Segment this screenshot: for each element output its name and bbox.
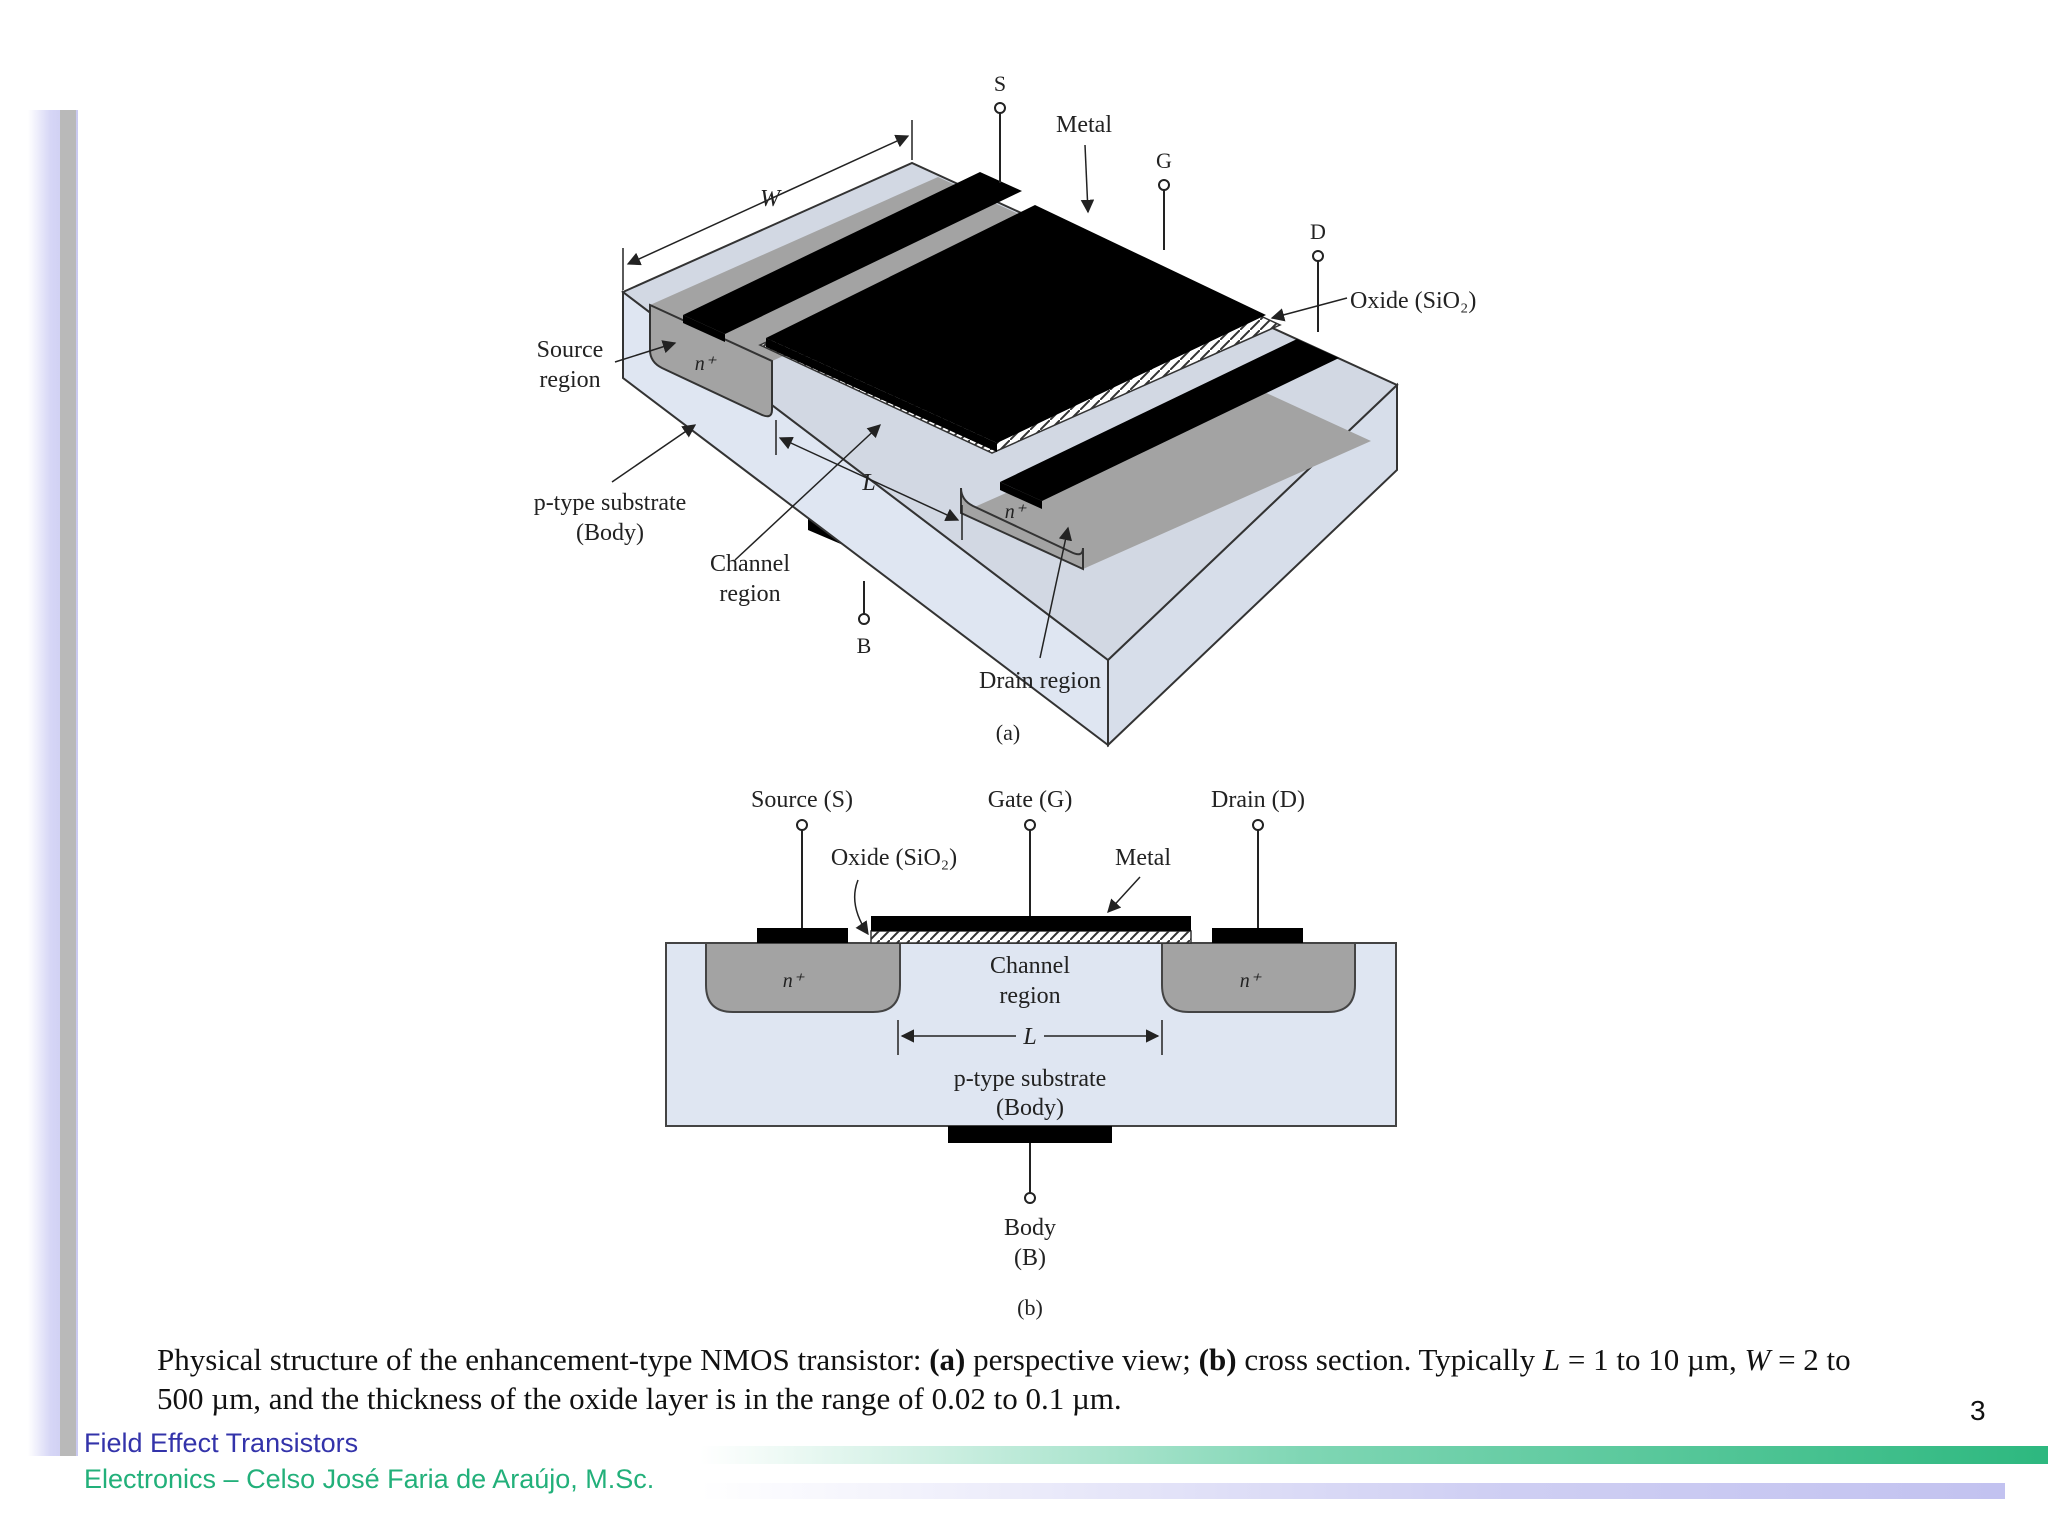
label-g: G bbox=[1156, 148, 1172, 173]
oxide-pointer-b bbox=[853, 879, 869, 936]
footer-purple-bar bbox=[700, 1483, 2005, 1499]
label-gate-b: Gate (G) bbox=[988, 787, 1073, 813]
footer-author: Electronics – Celso José Faria de Araújo… bbox=[84, 1464, 655, 1494]
perspective-view: S Metal G D Oxide (SiO₂) W L Source regi… bbox=[534, 71, 1476, 748]
label-source-1: Source bbox=[537, 337, 604, 363]
caption-l-range: = 1 to 10 µm, bbox=[1560, 1342, 1745, 1377]
label-n-plus-source: n⁺ bbox=[695, 353, 717, 375]
caption-w-symbol: W bbox=[1744, 1342, 1771, 1377]
gate-metal-edge bbox=[766, 338, 997, 452]
drain-metal-contact bbox=[1000, 339, 1339, 501]
label-body-b-2: (B) bbox=[1014, 1245, 1046, 1271]
caption-a-text: perspective view; bbox=[965, 1342, 1199, 1377]
label-l: L bbox=[861, 470, 875, 496]
label-n-plus-source-b: n⁺ bbox=[783, 970, 805, 992]
terminal-body-b bbox=[1024, 1192, 1036, 1204]
label-channel-1: Channel bbox=[710, 551, 790, 577]
oxide-layer-b bbox=[870, 930, 1192, 944]
label-substrate-2: (Body) bbox=[576, 520, 644, 546]
caption-b-label: (b) bbox=[1198, 1342, 1237, 1377]
caption-intro: Physical structure of the enhancement-ty… bbox=[157, 1342, 930, 1377]
footer-green-bar bbox=[700, 1446, 2048, 1464]
figure-caption: Physical structure of the enhancement-ty… bbox=[157, 1340, 1877, 1418]
left-decor-stripe bbox=[60, 110, 76, 1456]
terminal-g bbox=[1158, 179, 1170, 191]
oxide-pointer bbox=[1270, 297, 1348, 322]
substrate-pointer bbox=[611, 424, 697, 483]
label-d: D bbox=[1310, 219, 1326, 244]
drain-n-strip bbox=[961, 385, 1371, 569]
drain-n-region bbox=[960, 487, 1084, 571]
label-a: (a) bbox=[996, 720, 1020, 745]
label-source-b: Source (S) bbox=[751, 787, 853, 813]
label-n-plus-drain-b: n⁺ bbox=[1240, 970, 1262, 992]
label-drain-b: Drain (D) bbox=[1211, 787, 1305, 813]
metal-pointer bbox=[1080, 144, 1095, 214]
label-channel-2: region bbox=[719, 581, 780, 607]
source-metal-b bbox=[757, 928, 848, 943]
l-dimension bbox=[778, 436, 960, 522]
gate-metal-top bbox=[766, 205, 1266, 443]
label-substrate-b-2: (Body) bbox=[996, 1095, 1064, 1121]
terminal-b bbox=[858, 613, 870, 625]
label-metal-b: Metal bbox=[1115, 845, 1171, 871]
terminal-source-b bbox=[796, 819, 808, 831]
label-substrate-b-1: p-type substrate bbox=[954, 1066, 1107, 1092]
label-channel-b-2: region bbox=[999, 983, 1060, 1009]
label-oxide-b: Oxide (SiO₂) bbox=[831, 845, 957, 871]
label-channel-b-1: Channel bbox=[990, 953, 1070, 979]
terminal-d bbox=[1312, 250, 1324, 262]
footer-title: Field Effect Transistors bbox=[84, 1428, 359, 1458]
label-substrate-1: p-type substrate bbox=[534, 490, 687, 516]
caption-a-label: (a) bbox=[929, 1342, 966, 1377]
drain-n-region-b bbox=[1161, 942, 1356, 1013]
w-dimension bbox=[626, 134, 910, 266]
gate-metal-b bbox=[871, 916, 1191, 931]
caption-w-range: = 2 to 500 µm, and the thickness of the … bbox=[157, 1342, 1851, 1416]
caption-b-text: cross section. Typically bbox=[1236, 1342, 1543, 1377]
drain-pointer bbox=[1039, 526, 1073, 659]
label-w: W bbox=[760, 186, 782, 212]
label-b-view: (b) bbox=[1017, 1295, 1043, 1320]
source-n-region-b bbox=[705, 942, 901, 1013]
drain-metal-b bbox=[1212, 928, 1303, 943]
label-l-b: L bbox=[1022, 1024, 1036, 1050]
cross-section-view: Source (S) Gate (G) Drain (D) Oxide (SiO… bbox=[665, 787, 1397, 1320]
label-body-b-1: Body bbox=[1004, 1215, 1056, 1241]
terminal-drain-b bbox=[1252, 819, 1264, 831]
label-b: B bbox=[857, 633, 872, 658]
metal-pointer-b bbox=[1107, 876, 1141, 913]
label-source-2: region bbox=[539, 367, 600, 393]
source-pointer bbox=[614, 340, 677, 363]
label-metal: Metal bbox=[1056, 112, 1112, 138]
channel-pointer bbox=[734, 424, 881, 561]
label-drain: Drain region bbox=[979, 668, 1101, 694]
label-oxide: Oxide (SiO₂) bbox=[1350, 288, 1476, 314]
page-number: 3 bbox=[1970, 1395, 1986, 1426]
terminal-gate-b bbox=[1024, 819, 1036, 831]
label-n-plus-drain: n⁺ bbox=[1005, 501, 1027, 523]
caption-l-symbol: L bbox=[1542, 1342, 1561, 1377]
body-contact-b bbox=[948, 1126, 1112, 1143]
terminal-s bbox=[994, 102, 1006, 114]
source-n-region bbox=[649, 303, 773, 418]
label-s: S bbox=[994, 71, 1006, 96]
